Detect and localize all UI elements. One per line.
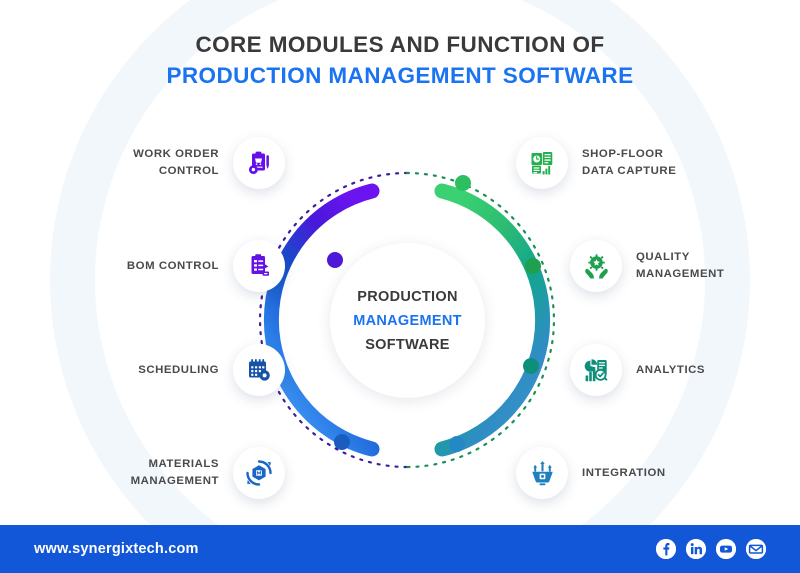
- module-materials-management[interactable]: MATERIALS MANAGEMENT: [60, 447, 285, 499]
- node-dot-work-order-control: [327, 252, 343, 268]
- center-line-1: PRODUCTION: [357, 288, 458, 305]
- module-scheduling[interactable]: SCHEDULING: [40, 344, 285, 396]
- title-line-2: PRODUCTION MANAGEMENT SOFTWARE: [166, 63, 634, 88]
- module-label-integration: INTEGRATION: [582, 466, 666, 479]
- module-label-scheduling: SCHEDULING: [138, 363, 219, 376]
- linkedin-icon[interactable]: [686, 539, 706, 559]
- page-title: CORE MODULES AND FUNCTION OF PRODUCTION …: [0, 30, 800, 92]
- node-dot-quality-management: [525, 258, 541, 274]
- youtube-icon[interactable]: [716, 539, 736, 559]
- module-shop-floor-data-capture[interactable]: SHOP-FLOOR DATA CAPTURE: [516, 137, 756, 189]
- module-label-work-order-control: WORK ORDER CONTROL: [133, 148, 219, 177]
- materials-cycle-icon: [233, 447, 285, 499]
- module-label-analytics: ANALYTICS: [636, 363, 706, 376]
- integration-hub-icon: [516, 447, 568, 499]
- node-dot-materials-management: [334, 434, 350, 450]
- node-dot-analytics: [523, 358, 539, 374]
- module-label-materials-management: MATERIALS MANAGEMENT: [130, 458, 219, 487]
- module-integration[interactable]: INTEGRATION: [516, 447, 756, 499]
- center-line-3: SOFTWARE: [365, 336, 450, 353]
- work-order-clipboard-icon: [233, 137, 285, 189]
- footer-bar: www.synergixtech.com: [0, 525, 800, 573]
- shop-floor-report-icon: [516, 137, 568, 189]
- analytics-chart-icon: [570, 344, 622, 396]
- facebook-icon[interactable]: [656, 539, 676, 559]
- bom-checklist-icon: [233, 240, 285, 292]
- social-links: [656, 539, 766, 559]
- title-line-1: CORE MODULES AND FUNCTION OF: [195, 32, 605, 57]
- module-quality-management[interactable]: QUALITY MANAGEMENT: [570, 240, 785, 292]
- calendar-gear-icon: [233, 344, 285, 396]
- node-dot-shop-floor-data-capture: [455, 175, 471, 191]
- center-line-2: MANAGEMENT: [353, 312, 462, 329]
- module-label-bom-control: BOM CONTROL: [126, 259, 219, 272]
- email-icon[interactable]: [746, 539, 766, 559]
- module-bom-control[interactable]: BOM CONTROL: [40, 240, 285, 292]
- module-label-quality-management: QUALITY MANAGEMENT: [636, 251, 725, 280]
- module-label-shop-floor-data-capture: SHOP-FLOOR DATA CAPTURE: [582, 148, 677, 177]
- website-url[interactable]: www.synergixtech.com: [34, 541, 199, 557]
- center-hub: PRODUCTION MANAGEMENT SOFTWARE: [330, 243, 485, 398]
- node-dot-integration: [449, 436, 465, 452]
- module-analytics[interactable]: ANALYTICS: [570, 344, 785, 396]
- module-work-order-control[interactable]: WORK ORDER CONTROL: [60, 137, 285, 189]
- quality-hands-gear-icon: [570, 240, 622, 292]
